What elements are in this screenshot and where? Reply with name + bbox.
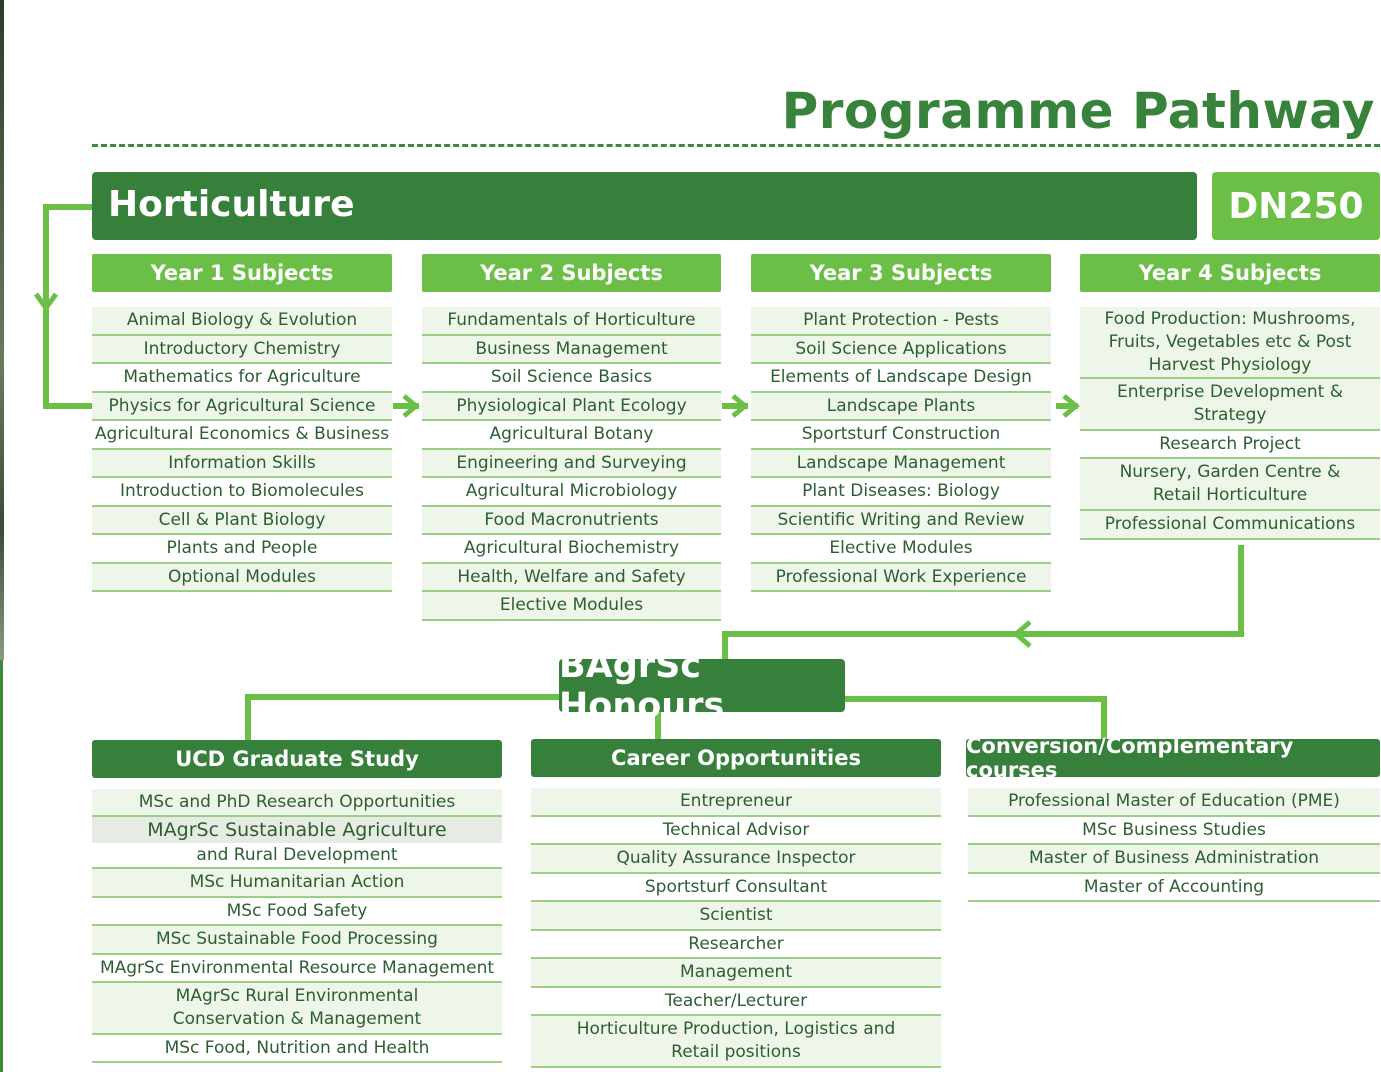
graduate-study-list: MSc and PhD Research Opportunities MAgrS… (92, 789, 502, 1063)
year-3-list: Plant Protection - Pests Soil Science Ap… (751, 307, 1051, 592)
list-item: Food Macronutrients (422, 507, 721, 535)
year-4-list: Food Production: Mushrooms, Fruits, Vege… (1080, 307, 1380, 540)
graduate-study-column: UCD Graduate Study MSc and PhD Research … (92, 740, 502, 1063)
conversion-column: Conversion/Complementary courses Profess… (966, 734, 1380, 902)
honours-arrow-icon (1012, 620, 1032, 648)
list-item: Sportsturf Construction (751, 421, 1051, 450)
list-item: Horticulture Production, Logistics and R… (531, 1016, 941, 1068)
list-item: Scientist (531, 902, 941, 931)
list-item: Physics for Agricultural Science (92, 393, 392, 421)
year-2-column: Year 2 Subjects Fundamentals of Horticul… (422, 254, 721, 621)
conversion-list: Professional Master of Education (PME) M… (968, 788, 1380, 902)
list-item: and Rural Development (92, 843, 502, 869)
title-divider (92, 144, 1380, 147)
year4-to-honours-connector (722, 545, 1244, 662)
list-item: MAgrSc Rural Environmental Conservation … (92, 983, 502, 1035)
year-1-list: Animal Biology & Evolution Introductory … (92, 307, 392, 592)
list-item: Agricultural Botany (422, 421, 721, 450)
edge-strip-green (0, 660, 3, 1072)
list-item: Professional Work Experience (751, 564, 1051, 592)
list-item: Researcher (531, 931, 941, 959)
list-item: Cell & Plant Biology (92, 507, 392, 535)
programme-banner (92, 172, 1197, 240)
conversion-heading: Conversion/Complementary courses (966, 734, 1380, 782)
career-heading: Career Opportunities (531, 739, 941, 777)
arrow-year2-to-year3-icon (722, 394, 749, 418)
list-item: Plant Diseases: Biology (751, 478, 1051, 507)
list-item: Soil Science Applications (751, 336, 1051, 364)
entry-connector (43, 204, 94, 409)
arrow-year3-to-year4-icon (1056, 394, 1080, 418)
list-item: Research Project (1080, 431, 1380, 459)
list-item: Physiological Plant Ecology (422, 393, 721, 421)
photo-edge-strip (0, 0, 4, 660)
list-item: MSc Humanitarian Action (92, 869, 502, 898)
degree-box: BAgrSc Honours (559, 646, 845, 726)
list-item: Animal Biology & Evolution (92, 307, 392, 336)
list-item: Elements of Landscape Design (751, 364, 1051, 393)
list-item: Optional Modules (92, 564, 392, 592)
list-item: Teacher/Lecturer (531, 988, 941, 1016)
list-item: MSc Sustainable Food Processing (92, 926, 502, 955)
year-1-heading: Year 1 Subjects (92, 254, 392, 292)
list-item: MSc and PhD Research Opportunities (92, 789, 502, 817)
list-item: Business Management (422, 336, 721, 364)
list-item: Quality Assurance Inspector (531, 845, 941, 874)
year-2-heading: Year 2 Subjects (422, 254, 721, 292)
programme-name: Horticulture (108, 184, 355, 225)
list-item: Soil Science Basics (422, 364, 721, 393)
list-item: Professional Communications (1080, 511, 1380, 540)
programme-code-box: DN250 (1212, 172, 1380, 240)
list-item: Landscape Management (751, 450, 1051, 478)
list-item: Health, Welfare and Safety (422, 564, 721, 592)
list-item: Plants and People (92, 535, 392, 564)
list-item: Introduction to Biomolecules (92, 478, 392, 507)
list-item: Landscape Plants (751, 393, 1051, 421)
branch-graduate (245, 694, 561, 742)
list-item: Agricultural Economics & Business (92, 421, 392, 450)
list-item: Management (531, 959, 941, 988)
arrow-year1-to-year2-icon (393, 394, 420, 418)
list-item: MSc Food, Nutrition and Health (92, 1035, 502, 1063)
list-item: Elective Modules (751, 535, 1051, 564)
year-3-column: Year 3 Subjects Plant Protection - Pests… (751, 254, 1051, 592)
list-item: Sportsturf Consultant (531, 874, 941, 902)
list-item: Technical Advisor (531, 817, 941, 845)
list-item: Agricultural Biochemistry (422, 535, 721, 564)
list-item: Master of Business Administration (968, 845, 1380, 874)
list-item: Nursery, Garden Centre & Retail Horticul… (1080, 459, 1380, 511)
list-item: Elective Modules (422, 592, 721, 621)
list-item: Agricultural Microbiology (422, 478, 721, 507)
list-item: Mathematics for Agriculture (92, 364, 392, 393)
programme-code: DN250 (1228, 185, 1364, 227)
list-item: MAgrSc Environmental Resource Management (92, 955, 502, 983)
list-item: Entrepreneur (531, 788, 941, 817)
career-list: Entrepreneur Technical Advisor Quality A… (531, 788, 941, 1068)
list-item: MSc Business Studies (968, 817, 1380, 845)
page-title: Programme Pathway (781, 82, 1375, 140)
list-item: Introductory Chemistry (92, 336, 392, 364)
year-4-heading: Year 4 Subjects (1080, 254, 1380, 292)
list-item: MSc Food Safety (92, 898, 502, 926)
year-1-column: Year 1 Subjects Animal Biology & Evoluti… (92, 254, 392, 592)
list-item: Scientific Writing and Review (751, 507, 1051, 535)
list-item: Engineering and Surveying (422, 450, 721, 478)
list-item: Fundamentals of Horticulture (422, 307, 721, 336)
list-item: Plant Protection - Pests (751, 307, 1051, 336)
list-item: MAgrSc Sustainable Agriculture (92, 817, 502, 843)
list-item: Professional Master of Education (PME) (968, 788, 1380, 817)
list-item: Enterprise Development & Strategy (1080, 379, 1380, 431)
list-item: Food Production: Mushrooms, Fruits, Vege… (1080, 307, 1380, 379)
graduate-study-heading: UCD Graduate Study (92, 740, 502, 778)
branch-conversion (843, 696, 1107, 741)
year-3-heading: Year 3 Subjects (751, 254, 1051, 292)
year-4-column: Year 4 Subjects Food Production: Mushroo… (1080, 254, 1380, 540)
list-item: Information Skills (92, 450, 392, 478)
degree-title: BAgrSc Honours (559, 645, 725, 726)
entry-arrow-icon (33, 292, 59, 313)
list-item: Master of Accounting (968, 874, 1380, 902)
career-column: Career Opportunities Entrepreneur Techni… (531, 739, 941, 1068)
year-2-list: Fundamentals of Horticulture Business Ma… (422, 307, 721, 621)
